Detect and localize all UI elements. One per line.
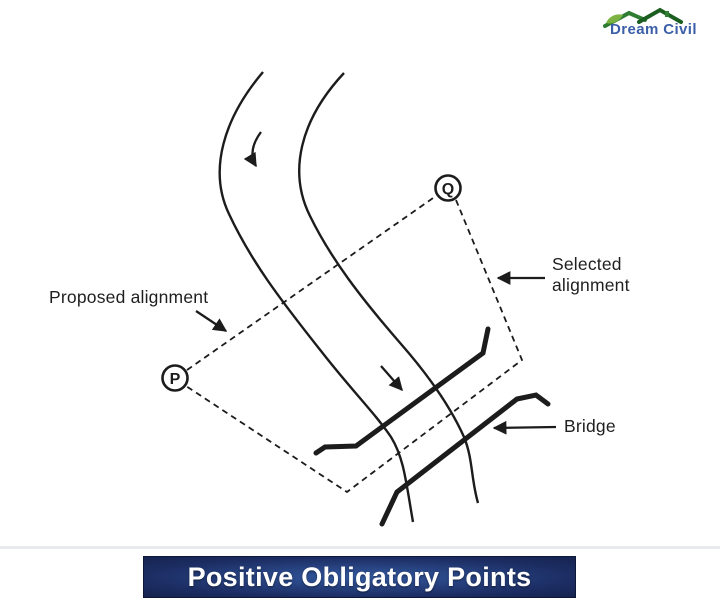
proposed-alignment-label: Proposed alignment: [49, 287, 209, 307]
brand-logo: Dream Civil: [597, 4, 717, 44]
river-left-bank: [218, 71, 415, 523]
bridge-upper-rail: [313, 326, 491, 456]
page-title: Positive Obligatory Points: [187, 561, 532, 592]
point-q-circle: [434, 174, 462, 202]
flow-direction-arrow-bridge-icon: [380, 365, 403, 392]
divider-line: [0, 546, 720, 549]
bridge-lower-rail: [379, 392, 551, 527]
point-p-label: P: [170, 371, 181, 388]
proposed-label-arrow-icon: [195, 310, 228, 332]
river-right-bank: [298, 72, 480, 504]
flow-direction-arrow-top-icon: [243, 131, 262, 168]
title-banner: Positive Obligatory Points: [143, 556, 576, 598]
selected-alignment-dashed-line: [185, 199, 524, 494]
logo-roof-icon: [603, 7, 683, 28]
proposed-alignment-dashed-line: [186, 195, 437, 371]
selected-alignment-label: Selected alignment: [552, 254, 630, 295]
bridge-label-arrow-icon: [492, 420, 557, 435]
logo-text: Dream Civil: [610, 21, 697, 38]
point-q-label: Q: [442, 181, 454, 198]
bridge-label: Bridge: [564, 416, 616, 436]
point-p-circle: [161, 364, 189, 392]
